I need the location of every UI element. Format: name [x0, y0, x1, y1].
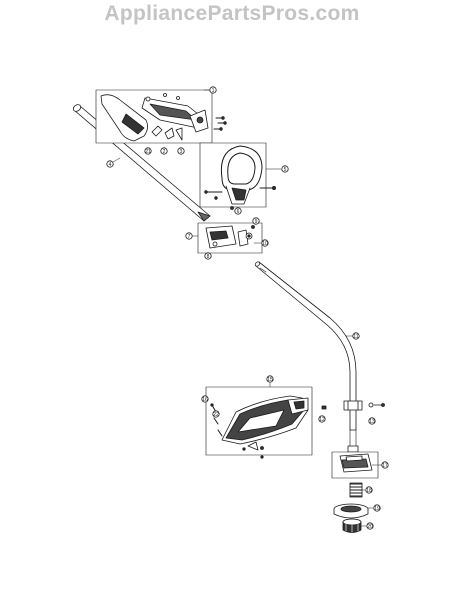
callout-2: 2: [160, 147, 168, 155]
callout-8-label: 8: [207, 254, 210, 260]
callout-14: [321, 405, 327, 410]
callout-7-label: 7: [188, 234, 191, 240]
callout-5: 5: [265, 165, 289, 173]
callout-6: 6: [234, 207, 242, 215]
callout-20: 20: [360, 522, 374, 530]
callout-13-label: 13: [369, 419, 375, 425]
callout-12-label: 12: [319, 417, 325, 423]
callout-12: 12: [318, 415, 326, 423]
callout-15-label: 15: [267, 377, 273, 383]
callout-19: 19: [367, 504, 381, 512]
callout-13: 13: [368, 417, 376, 425]
callout-22: 22: [212, 410, 220, 418]
callout-2-label: 2: [163, 149, 166, 155]
callout-21: 21: [144, 147, 152, 155]
callout-15: 15: [266, 375, 274, 388]
callout-4-label: 4: [109, 162, 112, 168]
assist-handle-assembly[interactable]: [199, 142, 276, 210]
callout-11-label: 11: [353, 334, 358, 340]
callout-18: 18: [361, 486, 373, 494]
site-watermark: AppliancePartsPros.com: [104, 2, 360, 25]
callout-19-label: 19: [374, 506, 380, 512]
callout-9: 9: [252, 217, 260, 225]
callout-3: 3: [177, 147, 185, 155]
callout-21-label: 21: [145, 149, 151, 155]
upper-housing-assembly[interactable]: [95, 89, 227, 144]
bump-knob[interactable]: [342, 518, 362, 533]
callout-17: 17: [371, 461, 389, 469]
callout-22-label: 22: [213, 412, 219, 418]
callout-1: 1: [203, 86, 217, 94]
callout-10-label: 10: [262, 241, 268, 247]
callout-8: 8: [204, 252, 212, 260]
line-spool[interactable]: [333, 503, 369, 519]
callout-20-label: 20: [367, 524, 373, 530]
callout-1-label: 1: [212, 88, 215, 94]
callout-11: 11: [345, 332, 360, 340]
callout-17-label: 17: [382, 463, 388, 469]
callout-18-label: 18: [366, 488, 372, 494]
callout-3-label: 3: [180, 149, 183, 155]
callout-9-label: 9: [255, 219, 258, 225]
callout-7: 7: [185, 232, 199, 240]
guard-clamp[interactable]: [343, 400, 385, 453]
callout-5-label: 5: [284, 167, 287, 173]
spool-spring[interactable]: [349, 482, 363, 498]
coupler-bracket-assembly[interactable]: [197, 222, 263, 254]
callout-10: 10: [253, 239, 269, 247]
callout-16: 16: [201, 395, 209, 403]
trimmer-head-housing[interactable]: [331, 451, 379, 479]
callout-4: 4: [106, 157, 121, 168]
callout-16-label: 16: [202, 397, 208, 403]
grass-deflector-shield[interactable]: [205, 386, 313, 459]
callout-6-label: 6: [237, 209, 240, 215]
